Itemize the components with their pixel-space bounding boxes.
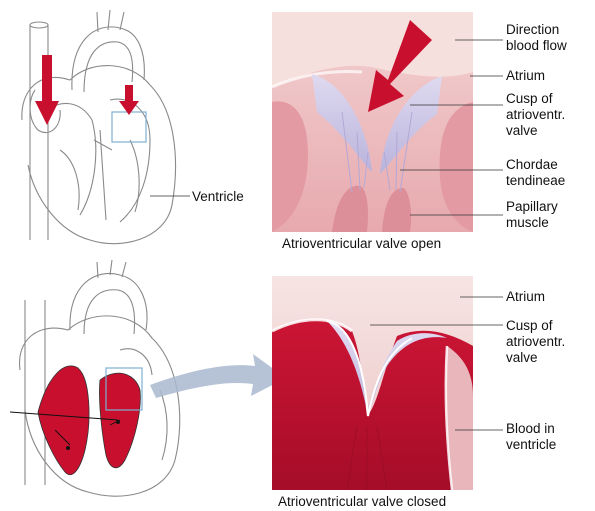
label-cusp-closed: Cusp of atrioventr. valve [506, 318, 565, 366]
caption-valve-closed: Atrioventricular valve closed [278, 494, 446, 509]
label-atrium-closed: Atrium [506, 289, 545, 305]
label-blood-in-ventricle: Blood in ventricle [506, 421, 556, 453]
